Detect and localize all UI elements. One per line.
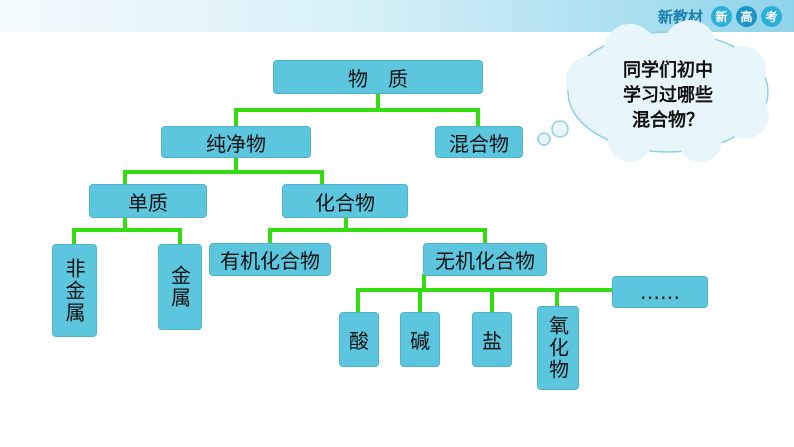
- node-metal: 金属: [158, 244, 202, 330]
- node-base: 碱: [400, 312, 440, 367]
- callout-line-3: 混合物？: [632, 110, 704, 131]
- callout-line-1: 同学们初中: [623, 60, 713, 81]
- callout-question: 同学们初中 学习过哪些 混合物？: [604, 58, 732, 133]
- node-inorganic-compound: 无机化合物: [423, 243, 547, 276]
- node-others: ……: [612, 276, 708, 308]
- node-oxide: 氧化物: [537, 306, 579, 390]
- brand-badge-exam: 考: [761, 5, 782, 27]
- node-organic-compound: 有机化合物: [209, 243, 331, 276]
- node-pure-substance: 纯净物: [161, 126, 311, 158]
- bubble-dot: [551, 120, 569, 138]
- callout-line-2: 学习过哪些: [623, 85, 713, 106]
- thought-bubble: [537, 20, 769, 162]
- node-compound: 化合物: [282, 184, 408, 218]
- brand-badge-high: 高: [736, 5, 757, 27]
- node-matter: 物 质: [273, 60, 483, 94]
- node-salt: 盐: [472, 312, 512, 367]
- node-mixture: 混合物: [435, 126, 523, 158]
- node-acid: 酸: [339, 312, 379, 367]
- node-element: 单质: [89, 184, 207, 218]
- header-bar: 新教材 新 高 考: [0, 0, 794, 32]
- bubble-dot: [537, 132, 551, 146]
- brand-badge-new: 新: [711, 5, 732, 27]
- node-nonmetal: 非金属: [52, 244, 97, 337]
